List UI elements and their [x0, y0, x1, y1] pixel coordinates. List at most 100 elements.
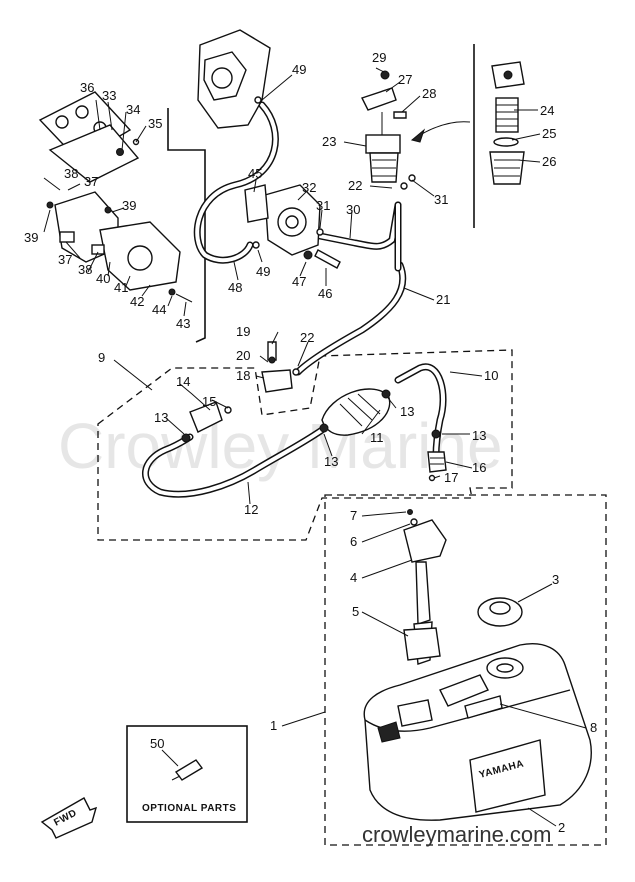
- callout-48: 48: [228, 280, 242, 295]
- callout-41: 41: [114, 280, 128, 295]
- callout-13-upper: 13: [400, 404, 414, 419]
- callout-42: 42: [130, 294, 144, 309]
- callout-26: 26: [542, 154, 556, 169]
- callout-15: 15: [202, 394, 216, 409]
- o-ring-17: [428, 474, 436, 482]
- callout-38-top: 38: [64, 166, 78, 181]
- callout-numbers: 49 29 27 28 23 22 31 24 25 26 36 33 34 3…: [24, 50, 597, 835]
- element-24: [495, 97, 519, 133]
- fitting-50: [171, 759, 204, 781]
- callout-5: 5: [352, 604, 359, 619]
- hose-21: [294, 261, 407, 376]
- leader-lines: [43, 67, 587, 827]
- nut-39-a: [46, 201, 54, 209]
- nut-47: [303, 250, 313, 260]
- callout-25: 25: [542, 126, 556, 141]
- callout-49-top: 49: [292, 62, 306, 77]
- callout-2: 2: [558, 820, 565, 835]
- callout-13-left: 13: [154, 410, 168, 425]
- callout-45: 45: [248, 166, 262, 181]
- gasket-5: [403, 627, 441, 661]
- hose-12: [141, 426, 326, 498]
- callout-50: 50: [150, 736, 164, 751]
- o-ring-15: [224, 406, 232, 414]
- callout-16: 16: [472, 460, 486, 475]
- clip-22-b: [292, 368, 300, 376]
- o-ring-7: [407, 509, 413, 515]
- o-ring-6: [410, 518, 418, 526]
- callout-19: 19: [236, 324, 250, 339]
- callout-13-lower: 13: [324, 454, 338, 469]
- callout-38-bottom: 38: [78, 262, 92, 277]
- clip-49-b: [252, 241, 260, 249]
- callout-35: 35: [148, 116, 162, 131]
- hose-48: [193, 101, 279, 264]
- callout-31-left: 31: [316, 198, 330, 213]
- callout-1: 1: [270, 718, 277, 733]
- fuel-filter-23: [361, 70, 416, 190]
- label-8: [464, 695, 503, 719]
- watermark: Crowley Marine: [58, 410, 503, 482]
- clamp-13-a: [319, 423, 329, 433]
- callout-20: 20: [236, 348, 250, 363]
- intake-manifold: [197, 29, 271, 129]
- callout-36: 36: [80, 80, 94, 95]
- callout-13-right: 13: [472, 428, 486, 443]
- callout-7: 7: [350, 508, 357, 523]
- bolt-46: [314, 249, 341, 269]
- clip-22: [400, 182, 408, 190]
- hose-10: [394, 363, 447, 460]
- carb-group-bracket: [167, 108, 206, 343]
- plate-33: [48, 124, 140, 183]
- clamp-13-c: [431, 429, 441, 439]
- fwd-arrow-icon: FWD: [40, 797, 98, 839]
- nut-39-b: [104, 206, 112, 214]
- callout-9: 9: [98, 350, 105, 365]
- callout-22-mid: 22: [300, 330, 314, 345]
- callout-17: 17: [444, 470, 458, 485]
- nut-29: [380, 70, 390, 80]
- callout-28: 28: [422, 86, 436, 101]
- callout-21: 21: [436, 292, 450, 307]
- fuel-tank-1: [363, 643, 592, 821]
- callout-46: 46: [318, 286, 332, 301]
- callout-22-top: 22: [348, 178, 362, 193]
- detail-arrowhead: [410, 128, 426, 143]
- clip-49-a: [254, 96, 262, 104]
- optional-parts-label: OPTIONAL PARTS: [142, 803, 236, 814]
- callout-33: 33: [102, 88, 116, 103]
- screw-28: [393, 111, 407, 119]
- callout-3: 3: [552, 572, 559, 587]
- filter-detail: [489, 61, 525, 185]
- joint-18: [261, 341, 300, 393]
- callout-24: 24: [540, 103, 554, 118]
- nut-34: [116, 148, 124, 156]
- callout-37-top: 37: [84, 174, 98, 189]
- callout-32: 32: [302, 180, 316, 195]
- washer-20: [268, 356, 276, 364]
- callout-6: 6: [350, 534, 357, 549]
- cap-3: [477, 597, 523, 627]
- callout-12: 12: [244, 502, 258, 517]
- callout-14: 14: [176, 374, 190, 389]
- clamp-13-d: [181, 433, 191, 443]
- clip-31-a: [316, 228, 324, 236]
- callout-39-left: 39: [24, 230, 38, 245]
- connector-14: [189, 401, 232, 433]
- connector-16: [427, 451, 447, 482]
- callout-39-right: 39: [122, 198, 136, 213]
- carburetor-body: [46, 191, 181, 291]
- callout-43: 43: [176, 316, 190, 331]
- callout-34: 34: [126, 102, 140, 117]
- callout-10: 10: [484, 368, 498, 383]
- callout-44: 44: [152, 302, 166, 317]
- screw-44: [168, 288, 193, 303]
- clamp-13-b: [381, 389, 391, 399]
- fuel-pump-32: [264, 184, 321, 256]
- callout-37-bottom: 37: [58, 252, 72, 267]
- callout-27: 27: [398, 72, 412, 87]
- callout-47: 47: [292, 274, 306, 289]
- hose-30: [316, 201, 402, 250]
